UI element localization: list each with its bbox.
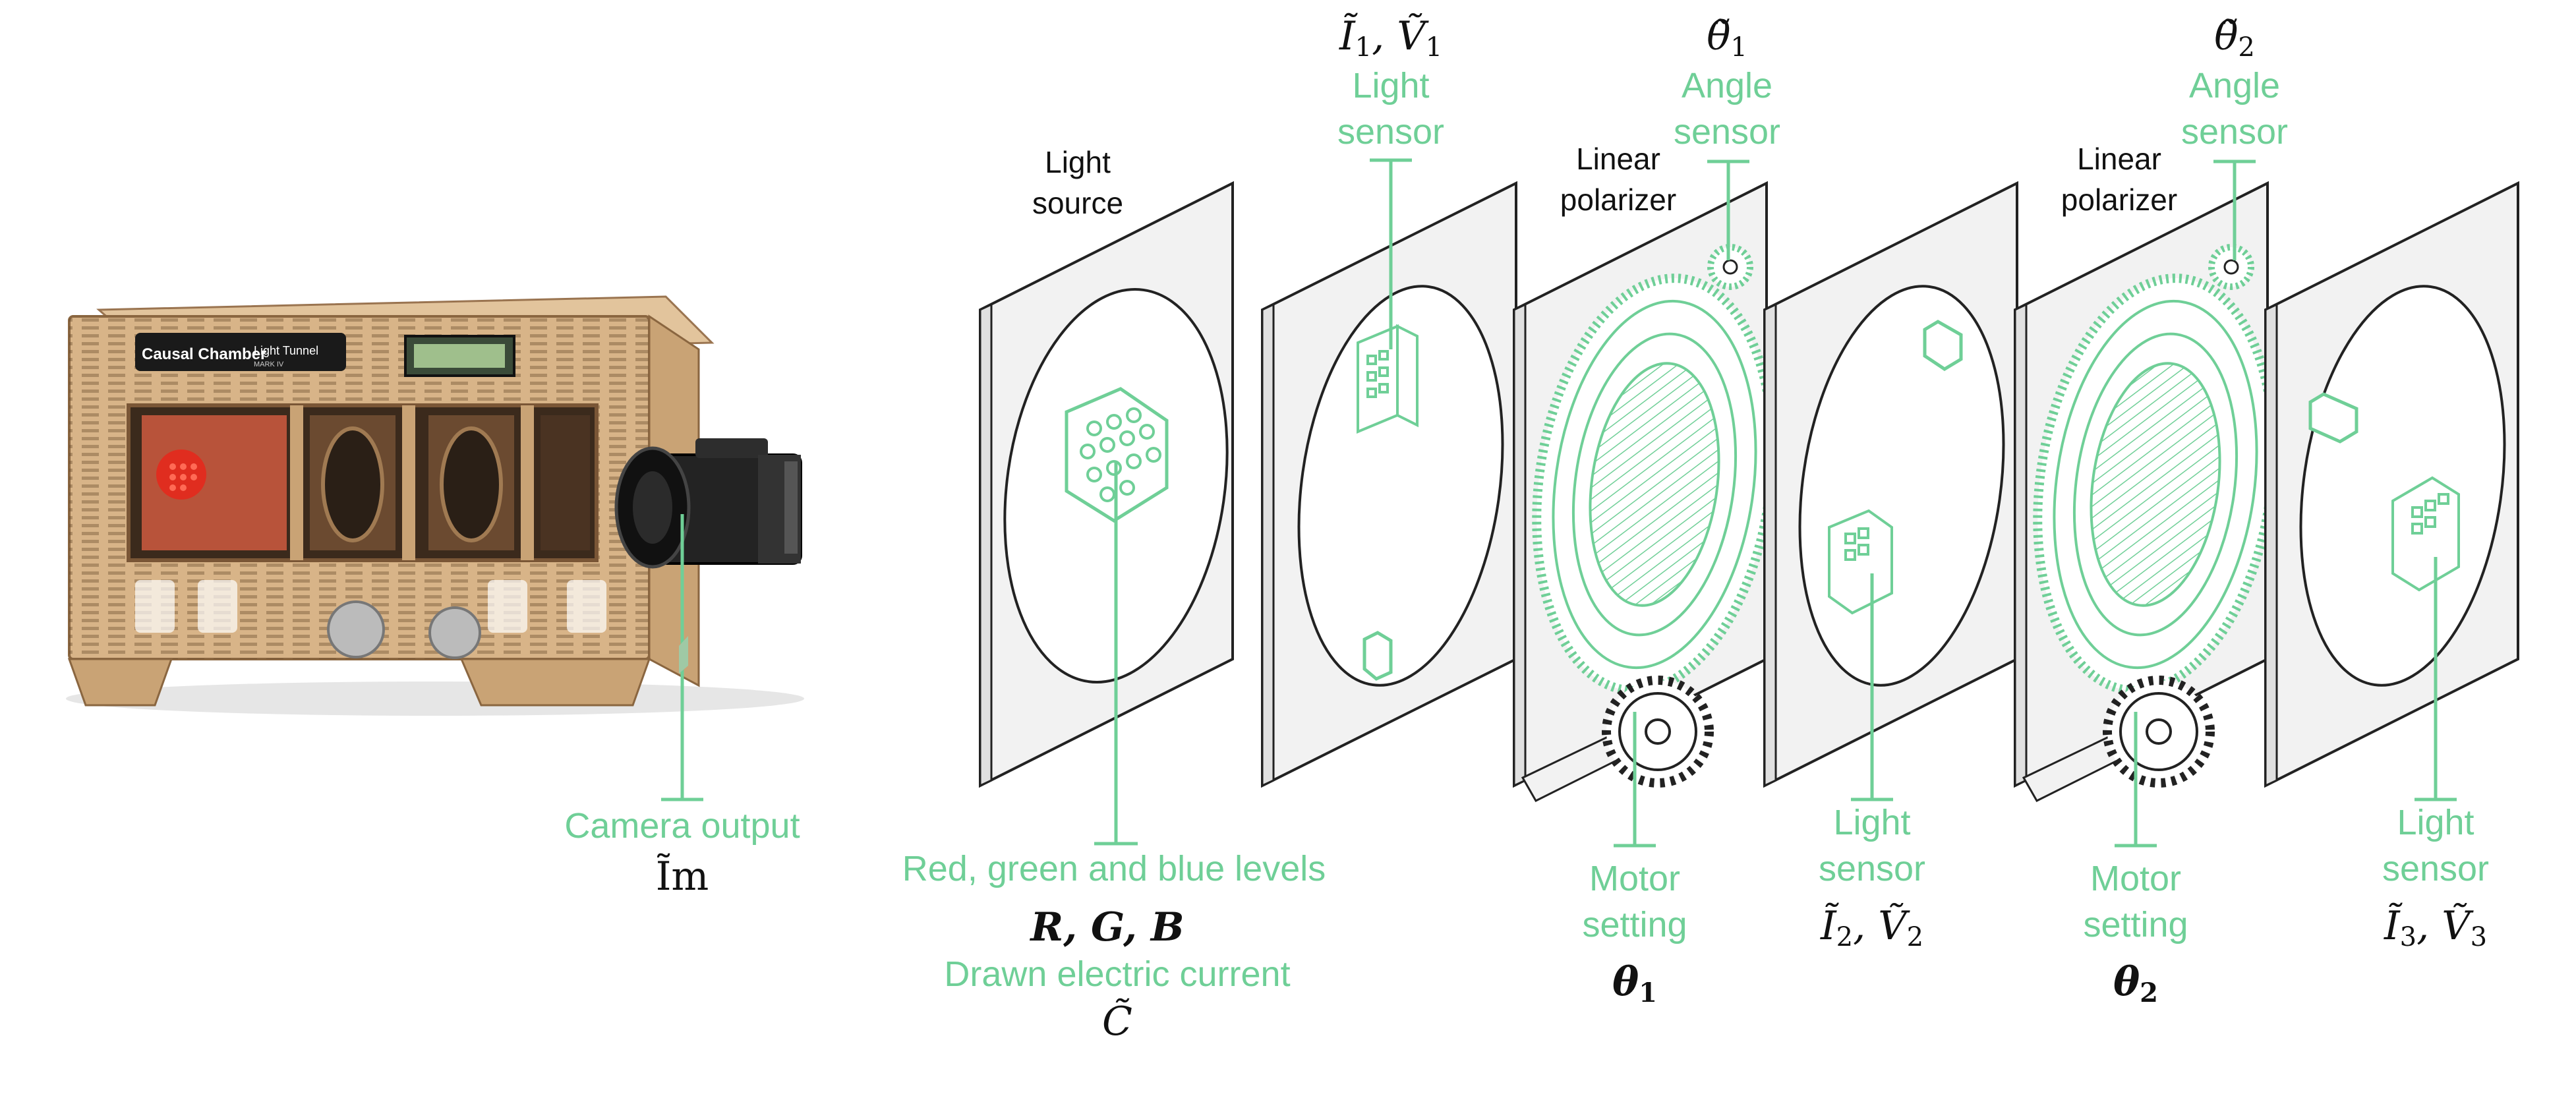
symbol-sensor-3-V: Ṽ xyxy=(2442,903,2471,949)
panel-polarizer-2 xyxy=(2014,160,2278,848)
symbol-motor-2-index: 2 xyxy=(2140,977,2158,1008)
camera xyxy=(614,438,802,569)
panel-light-source xyxy=(979,181,1234,846)
symbol-angle-2: θ̃2 xyxy=(2169,13,2300,71)
led-array xyxy=(156,450,206,500)
symbol-motor-1-theta: θ xyxy=(1612,959,1639,1005)
symbol-sensor-2-V: Ṽ xyxy=(1878,903,1907,949)
symbol-angle-1-index: 1 xyxy=(1730,32,1747,63)
label-light-sensor-2: Light sensor xyxy=(1818,803,1926,888)
symbol-camera-image: Ĩm xyxy=(655,854,709,900)
panel-polarizer-1 xyxy=(1513,160,1777,848)
symbol-sensor-1-V: Ṽ xyxy=(1397,13,1426,59)
diffuser-block-1 xyxy=(1362,631,1393,681)
symbol-sensor-3: Ĩ3, Ṽ3 xyxy=(2384,903,2488,952)
label-light-sensor-1: Light sensor xyxy=(1337,66,1445,152)
label-rgb-levels: Red, green and blue levels xyxy=(902,849,1326,888)
device-model-text: Light Tunnel xyxy=(254,344,318,357)
symbol-angle-2-theta: θ̃ xyxy=(2214,13,2239,59)
label-angle-sensor-1: Angle sensor xyxy=(1673,66,1781,152)
label-motor-setting-2: Motor setting xyxy=(2083,859,2188,944)
light-sensor-module-2 xyxy=(1828,509,1893,615)
panel-light-sensor-1 xyxy=(1261,158,1517,788)
symbol-sensor-1-V-index: 1 xyxy=(1425,32,1443,63)
device-label-plate xyxy=(135,333,346,371)
symbol-sensor-3-V-index: 3 xyxy=(2470,922,2488,952)
symbol-sensor-1-I: Ĩ xyxy=(1339,13,1355,59)
symbol-motor-1: θ1 xyxy=(1569,959,1701,1016)
label-light-sensor-3: Light sensor xyxy=(2382,803,2490,888)
symbol-sensor-2: Ĩ2, Ṽ2 xyxy=(1820,903,1924,952)
symbol-sensor-3-I: Ĩ xyxy=(2384,903,2400,949)
label-linear-polarizer-1: Linear polarizer xyxy=(1560,142,1677,217)
symbol-motor-2-theta: θ xyxy=(2113,959,2140,1005)
diffuser-block-3 xyxy=(2308,392,2358,444)
device-model-sub-text: MARK IV xyxy=(254,361,284,368)
label-drawn-current: Drawn electric current xyxy=(944,954,1291,994)
label-angle-sensor-2: Angle sensor xyxy=(2181,66,2289,152)
diffuser-block-2 xyxy=(1923,320,1963,371)
device-brand-text: Causal Chamber xyxy=(142,345,266,363)
symbol-current: C̃ xyxy=(1102,999,1132,1045)
symbol-angle-1-theta: θ̃ xyxy=(1707,13,1731,59)
panel-light-sensor-3 xyxy=(2264,181,2519,801)
light-sensor-module-3 xyxy=(2391,476,2460,592)
light-tunnel-device: Causal Chamber Light Tunnel MARK IV xyxy=(66,295,804,801)
symbol-sensor-2-I: Ĩ xyxy=(1820,903,1836,949)
light-sensor-module-1 xyxy=(1357,324,1419,434)
label-linear-polarizer-2: Linear polarizer xyxy=(2061,142,2178,217)
symbol-sensor-2-I-index: 2 xyxy=(1836,922,1854,952)
panel-light-sensor-2 xyxy=(1763,181,2018,801)
symbol-sensor-3-I-index: 3 xyxy=(2399,922,2417,952)
polarizer-film-2 xyxy=(2090,362,2221,607)
label-light-source: Light source xyxy=(1032,145,1124,220)
label-motor-setting-1: Motor setting xyxy=(1582,859,1687,944)
symbol-sensor-1: Ĩ1, Ṽ1 xyxy=(1339,13,1443,63)
symbol-angle-2-index: 2 xyxy=(2238,32,2255,63)
symbol-sensor-2-V-index: 2 xyxy=(1906,922,1924,952)
symbol-angle-1: θ̃1 xyxy=(1661,13,1793,71)
symbol-motor-1-index: 1 xyxy=(1639,977,1657,1008)
symbol-motor-2: θ2 xyxy=(2070,959,2202,1016)
polarizer-film-1 xyxy=(1589,362,1720,607)
symbol-sensor-1-I-index: 1 xyxy=(1355,32,1372,63)
symbol-rgb: R, G, B xyxy=(1030,904,1185,950)
label-camera-output: Camera output xyxy=(564,806,800,846)
